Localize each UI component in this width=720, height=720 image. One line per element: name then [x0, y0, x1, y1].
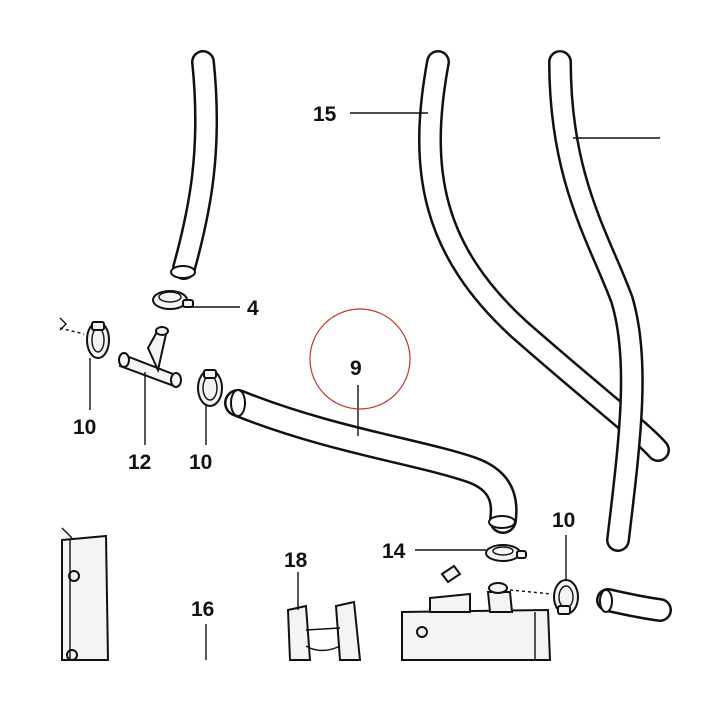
callout-14: 14 [382, 540, 406, 563]
callout-10-left: 10 [73, 416, 96, 439]
callout-4: 4 [247, 297, 259, 320]
connector-18 [286, 600, 362, 661]
highlight-circle [309, 308, 411, 410]
clamp-4 [152, 290, 194, 310]
hose-9 [224, 389, 518, 534]
callout-12: 12 [128, 451, 151, 474]
reservoir-tank [401, 564, 552, 661]
leader-lines [89, 112, 660, 660]
hose-lower-right [596, 588, 672, 622]
hose-right [548, 50, 644, 552]
callout-10-middle: 10 [189, 451, 212, 474]
t-connector-12 [118, 326, 182, 388]
hose-upper-left [170, 50, 219, 280]
clamp-14 [485, 544, 527, 562]
clamp-10-right [509, 579, 579, 615]
callout-10-right: 10 [552, 509, 575, 532]
callout-9: 9 [350, 357, 362, 380]
callout-16: 16 [191, 598, 214, 621]
callout-15: 15 [313, 103, 337, 126]
callout-18: 18 [284, 549, 308, 572]
clamp-10-left [59, 317, 110, 359]
bracket-16-left [61, 527, 110, 661]
clamp-10-middle [197, 369, 223, 407]
